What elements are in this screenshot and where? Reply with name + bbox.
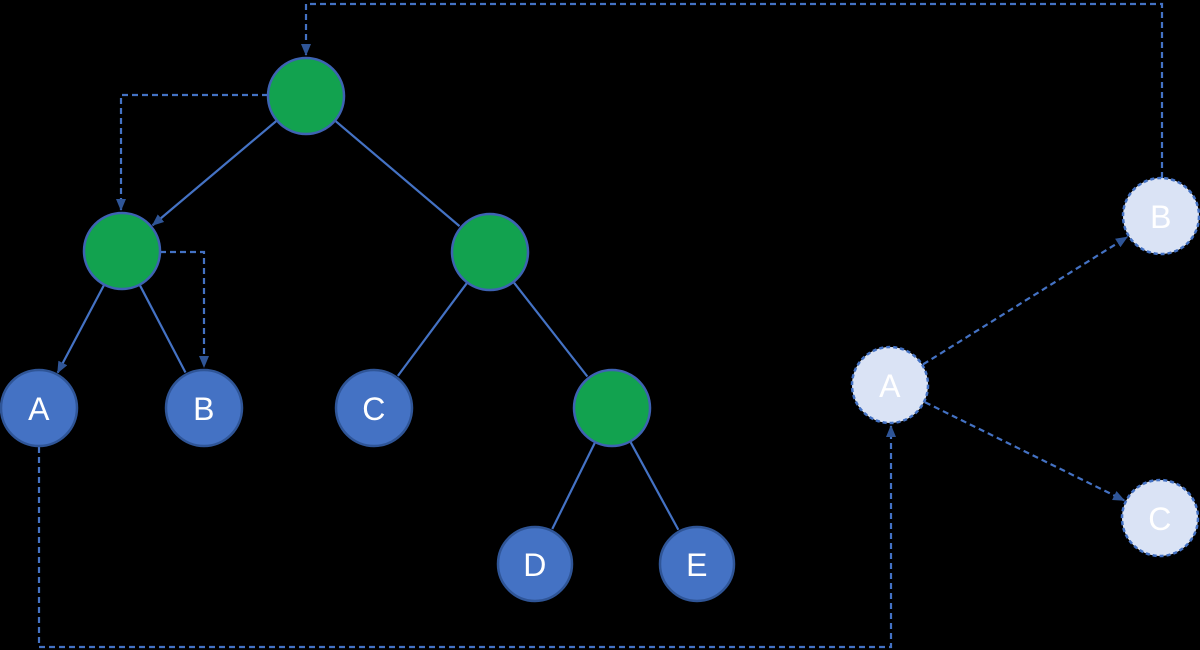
node-leaf-d bbox=[496, 525, 574, 603]
node-leaf-c bbox=[334, 368, 414, 448]
edge-ghost-a-to-ghost-c bbox=[924, 401, 1126, 502]
edge-left-internal-to-a bbox=[56, 284, 105, 374]
node-leaf-a bbox=[0, 368, 79, 448]
node-ghost-c bbox=[1120, 478, 1200, 558]
edge-right-internal-to-c bbox=[396, 282, 468, 377]
node-ghost-a bbox=[850, 345, 930, 425]
edge-low-internal-to-d bbox=[551, 442, 596, 530]
node-internal-low bbox=[572, 368, 652, 448]
edge-ghost-a-to-ghost-b bbox=[922, 236, 1128, 366]
edge-root-elbow-to-left-internal bbox=[116, 93, 268, 211]
node-internal-root bbox=[266, 56, 346, 136]
edge-low-internal-to-e bbox=[629, 441, 680, 531]
edge-root-to-right-internal bbox=[335, 120, 461, 227]
node-label-leaf-e: E bbox=[686, 547, 708, 583]
node-ghost-b bbox=[1121, 176, 1200, 256]
node-label-leaf-d: D bbox=[523, 547, 547, 583]
node-label-leaf-c: C bbox=[362, 391, 386, 427]
edge-leaf-a-bottom-loop-to-ghost-a bbox=[37, 425, 896, 649]
node-label-ghost-c: C bbox=[1148, 501, 1172, 537]
edge-left-internal-to-b bbox=[139, 285, 187, 374]
node-internal-left bbox=[82, 211, 162, 291]
edge-root-to-left-internal bbox=[151, 120, 277, 227]
node-internal-right bbox=[450, 212, 530, 292]
edge-right-internal-to-low bbox=[513, 282, 589, 378]
node-label-ghost-a: A bbox=[879, 368, 901, 404]
node-leaf-b bbox=[164, 368, 244, 448]
node-label-ghost-b: B bbox=[1150, 199, 1172, 235]
node-leaf-e bbox=[658, 525, 736, 603]
edge-ghost-b-top-loop-to-root bbox=[301, 2, 1164, 178]
edge-left-internal-elbow-to-b bbox=[160, 250, 209, 368]
node-label-leaf-a: A bbox=[28, 391, 50, 427]
node-label-leaf-b: B bbox=[193, 391, 215, 427]
